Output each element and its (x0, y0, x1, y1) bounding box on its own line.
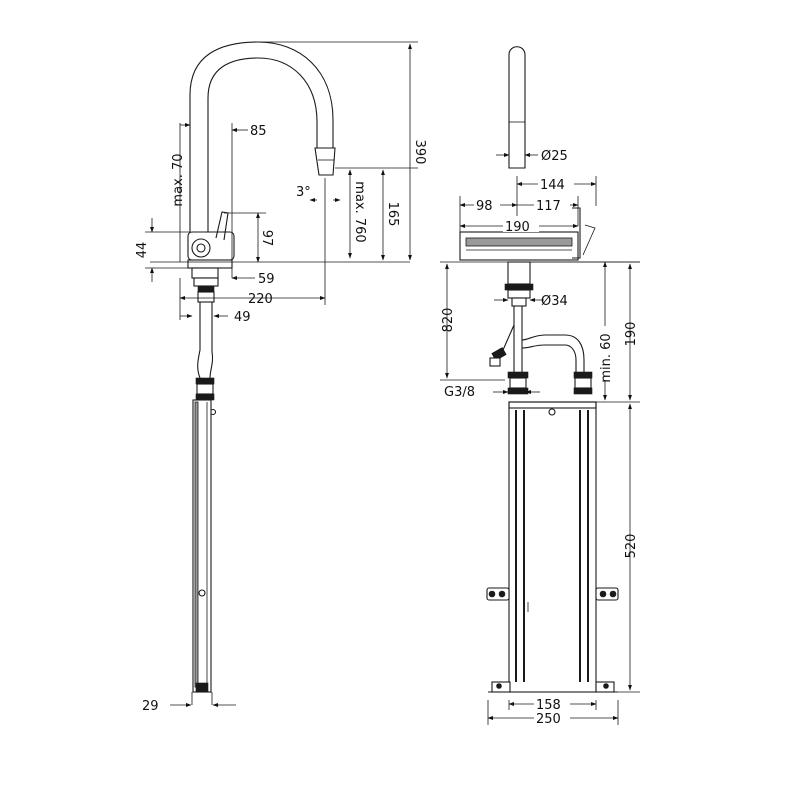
dim-29: 29 (142, 699, 159, 714)
front-view: Ø25 144 98 117 190 Ø34 820 G3/8 min. 60 … (440, 46, 640, 727)
dim-49: 49 (234, 310, 251, 325)
dim-220: 220 (248, 292, 273, 307)
dim-390: 390 (412, 140, 427, 165)
dim-165: 165 (385, 202, 400, 227)
hose-loop (521, 334, 585, 372)
dim-max760: max. 760 (352, 181, 367, 242)
hose-box-front (508, 401, 597, 693)
dim-190-width: 190 (505, 220, 530, 235)
side-view: 390 165 max. 760 3° max. 70 85 97 44 59 … (135, 41, 427, 714)
dim-3deg: 3° (296, 185, 311, 200)
dim-max70: max. 70 (171, 153, 186, 206)
spout-front (508, 46, 526, 169)
spout-inner (207, 57, 318, 232)
faucet-base (187, 259, 233, 269)
dim-144: 144 (540, 178, 565, 193)
dim-44: 44 (135, 242, 150, 259)
spray-head (314, 147, 336, 176)
dim-190-height: 190 (624, 322, 639, 347)
dim-117: 117 (536, 199, 561, 214)
body-knob (191, 238, 211, 258)
dim-dia34: Ø34 (541, 294, 568, 309)
dim-85: 85 (250, 124, 267, 139)
dim-520: 520 (624, 534, 639, 559)
dim-158: 158 (536, 698, 561, 713)
dim-250: 250 (536, 712, 561, 727)
dim-98: 98 (476, 199, 493, 214)
dim-59: 59 (258, 272, 275, 287)
dim-min60: min. 60 (599, 333, 614, 382)
dim-dia25: Ø25 (541, 149, 568, 164)
faucet-body (187, 231, 235, 261)
dim-820: 820 (441, 308, 456, 333)
lever-handle (215, 211, 229, 241)
dim-g38: G3/8 (444, 385, 475, 400)
dim-97: 97 (259, 230, 274, 247)
